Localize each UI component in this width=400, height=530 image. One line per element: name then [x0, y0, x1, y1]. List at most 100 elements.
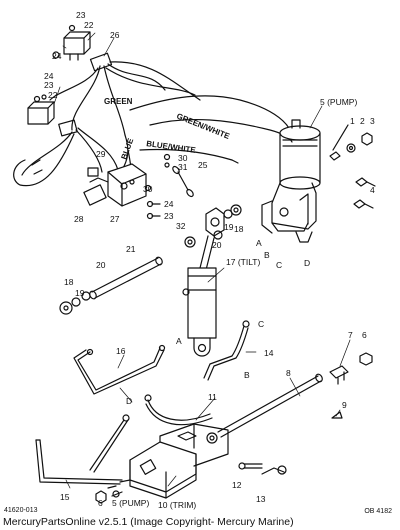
label-A: A [176, 336, 182, 346]
figure-id-left: 41620-013 [4, 507, 38, 514]
nut-bottom-6 [95, 490, 107, 504]
bushing-32 [184, 236, 196, 248]
wiring-harness [13, 52, 293, 187]
label-9: 9 [342, 400, 347, 410]
label-23: 23 [44, 80, 54, 90]
label-6: 6 [98, 498, 103, 508]
wire-label-green-white: GREEN/WHITE [175, 112, 231, 142]
label-8: 8 [286, 368, 291, 378]
label-30: 30 [143, 184, 153, 194]
label-22: 22 [48, 90, 58, 100]
nut-3 [361, 132, 373, 146]
hose-16 [73, 344, 166, 395]
label-D: D [304, 258, 310, 268]
relay-upper [63, 31, 91, 61]
label-trim: 10 (TRIM) [158, 500, 196, 510]
bolt-1 [329, 124, 349, 161]
screw-4-lower [353, 199, 374, 209]
label-B: B [244, 370, 250, 380]
label-23: 23 [164, 211, 174, 221]
exploded-parts-diagram: 23 22 24 26 24 23 22 5 (PUMP) 1 2 3 4 29… [13, 10, 376, 510]
washer-19-lower [71, 297, 81, 307]
screw-4-upper [355, 177, 376, 187]
washer-18-lower [59, 301, 73, 315]
lead-25 [172, 165, 194, 198]
label-6: 6 [362, 330, 367, 340]
label-30: 30 [178, 153, 188, 163]
fuse-holder [83, 177, 109, 206]
hose-14 [203, 320, 250, 381]
wire-label-blue-white: BLUE/WHITE [146, 139, 197, 155]
label-26: 26 [110, 30, 120, 40]
label-A: A [256, 238, 262, 248]
screw-12 [238, 462, 263, 470]
wire-label-blue: BLUE [119, 137, 135, 161]
washer-2 [346, 143, 356, 153]
bolt-bottom-5 [107, 485, 123, 498]
hose-15 [35, 414, 130, 485]
label-21: 21 [126, 244, 136, 254]
label-7: 7 [348, 330, 353, 340]
label-12: 12 [232, 480, 242, 490]
nut-30-lower [144, 184, 152, 192]
label-tilt: 17 (TILT) [226, 257, 260, 267]
image-caption: MercuryPartsOnline v2.5.1 (Image Copyrig… [3, 516, 294, 528]
label-24: 24 [44, 71, 54, 81]
label-D: D [126, 396, 132, 406]
label-28: 28 [74, 214, 84, 224]
label-20: 20 [212, 240, 222, 250]
hose-11 [144, 394, 213, 426]
terminal-13 [261, 465, 287, 475]
pivot-pin-21 [89, 256, 163, 300]
ring-20-upper [213, 230, 223, 240]
label-13: 13 [256, 494, 266, 504]
label-16: 16 [116, 346, 126, 356]
ring-20-lower [81, 291, 91, 301]
screw-23-mid [146, 212, 161, 220]
tilt-cylinder [182, 207, 225, 357]
label-19: 19 [75, 288, 85, 298]
rod-8 [217, 373, 323, 438]
label-22: 22 [84, 20, 94, 30]
label-C: C [258, 319, 264, 329]
label-4: 4 [370, 185, 375, 195]
label-31: 31 [178, 162, 188, 172]
screw-24-upper [52, 51, 60, 59]
label-25: 25 [198, 160, 208, 170]
nut-30-upper [163, 153, 171, 161]
clip-9 [331, 411, 343, 419]
label-18: 18 [234, 224, 244, 234]
figure-id-right: OB 4182 [364, 508, 392, 515]
label-27: 27 [110, 214, 120, 224]
label-29: 29 [96, 149, 106, 159]
leader-lines [53, 32, 351, 489]
label-1: 1 [350, 116, 355, 126]
fitting-7 [329, 365, 349, 385]
label-11: 11 [208, 392, 217, 402]
wire-label-green: GREEN [104, 97, 133, 106]
label-B: B [264, 250, 270, 260]
part-29 [87, 167, 99, 177]
nut-6 [359, 352, 373, 366]
washer-31 [164, 162, 170, 168]
label-32: 32 [176, 221, 186, 231]
washer-18-upper [230, 204, 242, 216]
screw-24-lower [33, 95, 41, 103]
screw-24-mid [146, 200, 161, 208]
pin-19-upper [223, 209, 233, 219]
screw-23-lower [41, 94, 47, 100]
label-3: 3 [370, 116, 375, 126]
label-19: 19 [224, 222, 234, 232]
label-14: 14 [264, 348, 274, 358]
label-pump: 5 (PUMP) [320, 97, 357, 107]
relay-lower [27, 101, 55, 125]
switch-block [107, 163, 147, 207]
diagram-svg: 23 22 24 26 24 23 22 5 (PUMP) 1 2 3 4 29… [13, 10, 376, 510]
trim-cylinder [119, 423, 229, 499]
pump-assembly [261, 119, 321, 243]
label-18: 18 [64, 277, 74, 287]
label-C: C [276, 260, 282, 270]
label-20: 20 [96, 260, 106, 270]
label-15: 15 [60, 492, 70, 502]
label-23: 23 [76, 10, 86, 20]
